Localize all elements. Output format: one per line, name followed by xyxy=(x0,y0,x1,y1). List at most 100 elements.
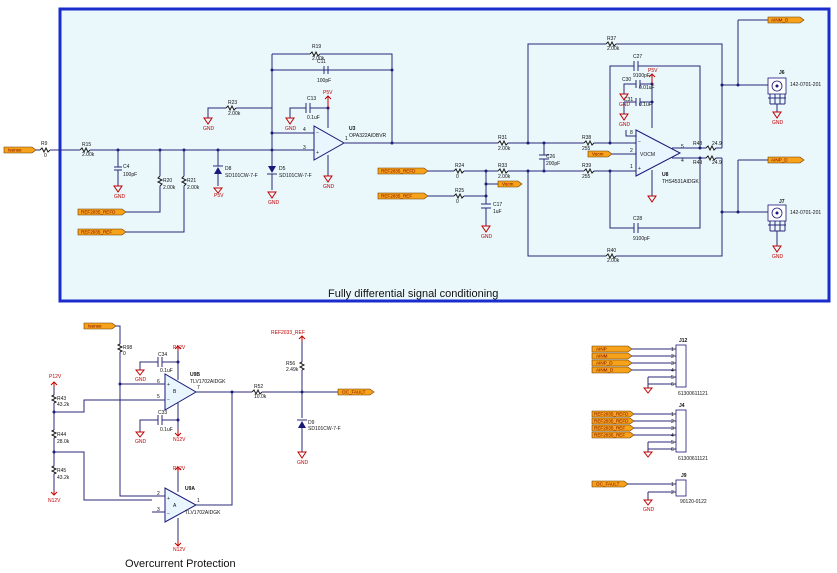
vocm-net-label: Vocm xyxy=(497,180,523,188)
svg-text:N12V: N12V xyxy=(173,547,186,553)
ground-symbol: GND xyxy=(285,117,297,132)
svg-text:Vocm: Vocm xyxy=(502,182,514,187)
svg-text:24.9: 24.9 xyxy=(712,141,722,147)
svg-text:0.1uF: 0.1uF xyxy=(160,427,173,433)
oc-fault-net-label: OC_FAULT xyxy=(591,480,629,488)
ground-symbol: GND xyxy=(323,175,335,190)
svg-text:8: 8 xyxy=(630,130,633,136)
svg-text:R52: R52 xyxy=(254,384,263,390)
svg-text:REF2033_REF: REF2033_REF xyxy=(271,330,305,336)
ground-symbol: GND xyxy=(642,499,655,513)
resistor-r24: R24 0 xyxy=(453,163,464,180)
svg-text:C33: C33 xyxy=(158,410,167,416)
svg-text:0.1uF: 0.1uF xyxy=(160,368,173,374)
svg-text:4: 4 xyxy=(681,158,684,164)
ground-symbol: GND xyxy=(203,117,215,132)
signal-conditioning-frame xyxy=(58,7,831,303)
svg-text:−: − xyxy=(167,511,170,517)
resistor-r44: R44 28.0k xyxy=(50,429,70,445)
capacitor-c28: C28 9100pF xyxy=(633,216,650,242)
svg-text:2.00k: 2.00k xyxy=(498,174,511,180)
opamp-u3: − + 4 3 1 U3 OPA322AIDBVR xyxy=(272,125,392,176)
svg-text:GND: GND xyxy=(619,102,631,108)
diode-d5: D5 SD101CW-7-F xyxy=(267,150,312,190)
svg-text:REF2035_REFD: REF2035_REFD xyxy=(381,169,416,174)
svg-text:1: 1 xyxy=(671,347,674,353)
svg-text:GND: GND xyxy=(285,126,297,132)
svg-text:43.2k: 43.2k xyxy=(57,475,70,481)
svg-text:THS4531AIDGK: THS4531AIDGK xyxy=(662,179,699,185)
p5v-arrow xyxy=(212,187,224,194)
svg-text:3: 3 xyxy=(671,426,674,432)
p12v-arrow xyxy=(174,466,182,472)
svg-text:1: 1 xyxy=(345,136,348,142)
ainp-d-net-label: AINP_D xyxy=(767,156,805,164)
n12v-arrow xyxy=(174,540,182,547)
svg-text:+: + xyxy=(316,150,319,156)
svg-text:61300611121: 61300611121 xyxy=(678,456,708,462)
svg-text:1: 1 xyxy=(197,498,200,504)
svg-text:7: 7 xyxy=(197,385,200,391)
svg-text:D5: D5 xyxy=(279,166,286,172)
svg-text:SD101CW-7-F: SD101CW-7-F xyxy=(308,426,341,432)
svg-text:GND: GND xyxy=(481,234,493,240)
diode-d8: D8 SD101CW-7-F P5V xyxy=(213,150,258,199)
svg-text:0.1uF: 0.1uF xyxy=(639,102,652,108)
svg-text:REF2035_REF: REF2035_REF xyxy=(594,426,625,431)
ground-symbol xyxy=(642,451,654,458)
svg-text:GND: GND xyxy=(643,507,655,513)
svg-text:0.1uF: 0.1uF xyxy=(307,115,320,121)
svg-text:2: 2 xyxy=(671,490,674,496)
svg-text:GND: GND xyxy=(135,377,147,383)
ainm-d-net-label: AINM_D xyxy=(767,16,805,24)
svg-text:6: 6 xyxy=(671,447,674,453)
svg-text:−: − xyxy=(316,130,319,136)
svg-text:255: 255 xyxy=(582,146,591,152)
svg-text:R56: R56 xyxy=(286,361,295,367)
svg-text:B: B xyxy=(173,389,177,395)
p5v-arrow xyxy=(324,95,332,108)
opamp-u8: − + VOCM 8 2 1 5 4 U8 THS4531AIDGK xyxy=(630,129,699,185)
resistor-r43: R43 43.2k xyxy=(50,394,70,408)
resistor-r56: R56 2.49k xyxy=(286,361,306,373)
svg-text:R48: R48 xyxy=(693,141,702,147)
resistor-r15: R15 2.00k xyxy=(79,142,95,158)
svg-text:REF2035_REFD: REF2035_REFD xyxy=(594,412,629,417)
ref2035-refd-net-label: REF2035_REFD xyxy=(77,208,127,216)
svg-text:0: 0 xyxy=(456,199,459,205)
capacitor-c27: C27 9100pF xyxy=(633,54,650,79)
svg-text:C26: C26 xyxy=(546,154,555,160)
svg-text:GND: GND xyxy=(772,120,784,126)
svg-text:J12: J12 xyxy=(679,338,688,344)
svg-text:5: 5 xyxy=(681,144,684,150)
svg-text:5: 5 xyxy=(157,394,160,400)
svg-text:C30: C30 xyxy=(622,77,631,83)
svg-text:R15: R15 xyxy=(82,142,91,148)
svg-text:5: 5 xyxy=(671,440,674,446)
svg-text:2.00k: 2.00k xyxy=(163,185,176,191)
svg-text:28.0k: 28.0k xyxy=(57,439,70,445)
svg-text:U9A: U9A xyxy=(185,486,195,492)
comparator-u9b: + − B 6 5 7 U9B TLV1702AIDGK xyxy=(157,372,226,411)
svg-text:2.00k: 2.00k xyxy=(187,185,200,191)
resistor-r31: R31 2.00k xyxy=(497,135,511,152)
svg-text:2.00k: 2.00k xyxy=(607,258,620,264)
isense-net-label: Isense xyxy=(3,146,37,154)
ref2035-ref-net-label: REF2035_REF xyxy=(77,228,127,236)
svg-text:SD101CW-7-F: SD101CW-7-F xyxy=(279,173,312,179)
ref2035-refd-net-label: REF2035_REFD xyxy=(591,417,635,425)
capacitor-c34: C34 0.1uF xyxy=(139,352,180,374)
ground-symbol: GND xyxy=(113,185,126,200)
svg-text:4: 4 xyxy=(671,368,674,374)
svg-text:GND: GND xyxy=(268,200,280,206)
svg-text:U9B: U9B xyxy=(190,372,200,378)
svg-text:2: 2 xyxy=(157,491,160,497)
resistor-r48: R48 24.9 xyxy=(693,141,722,152)
svg-text:−: − xyxy=(167,397,170,403)
svg-text:A: A xyxy=(173,503,177,509)
svg-text:R24: R24 xyxy=(455,163,464,169)
svg-text:J4: J4 xyxy=(679,403,685,409)
svg-text:+: + xyxy=(167,382,170,388)
svg-text:REF2035_REFD: REF2035_REFD xyxy=(81,210,116,215)
